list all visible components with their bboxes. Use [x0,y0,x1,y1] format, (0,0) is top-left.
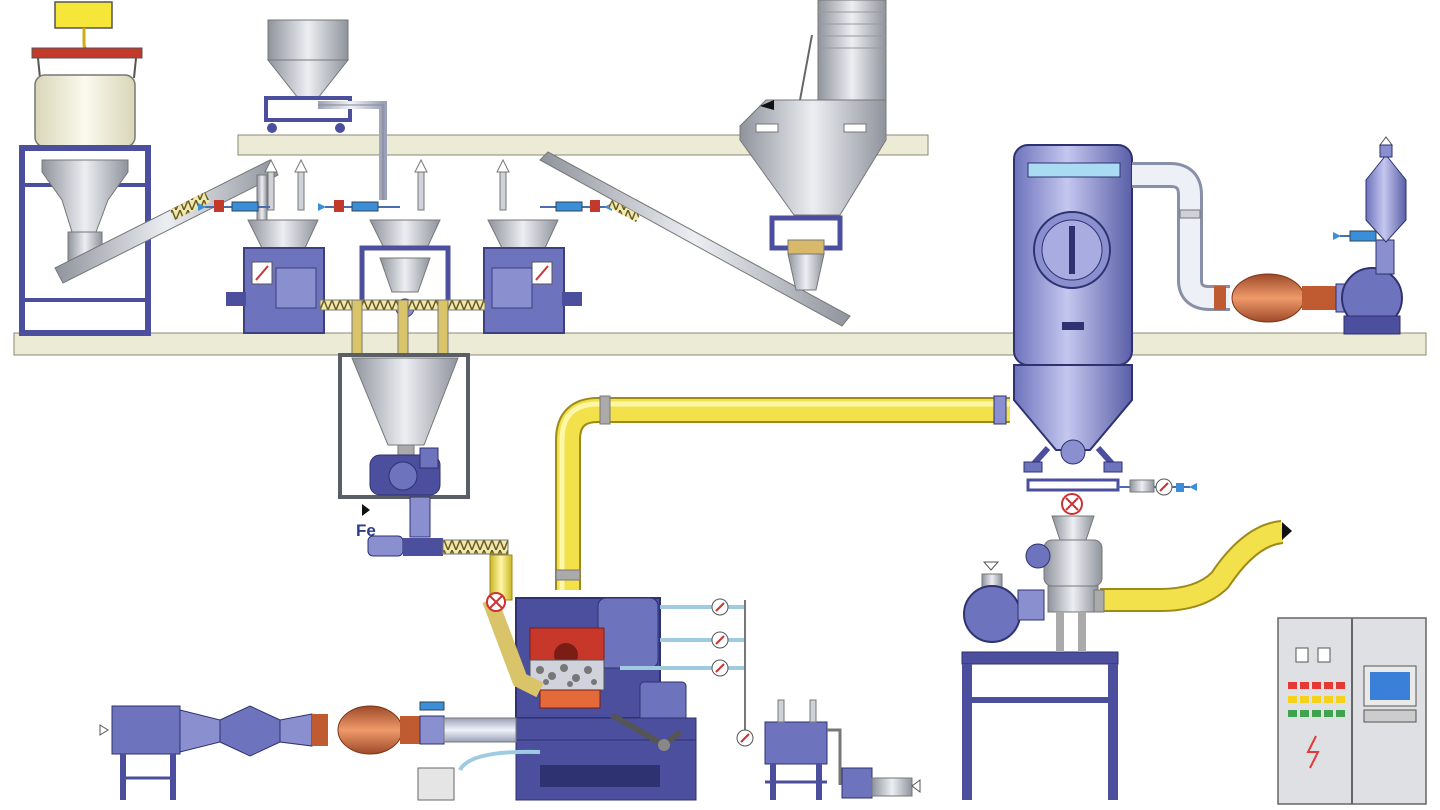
vent-stacks [264,158,510,211]
arrow-left-icon [1189,483,1197,491]
valve-icon [590,200,600,212]
mill-feed-screw [367,535,513,601]
fe-label: Fe [356,521,376,540]
screw-conveyor-right [539,151,851,327]
middle-floor [13,332,1427,356]
air-inlet-line [99,701,517,800]
valve-icon [334,200,344,212]
heater-block [417,767,455,801]
bag-filter [1013,144,1197,515]
indicator-lights-yellow [1288,696,1345,703]
arrow-left-icon [760,100,774,110]
feed-hopper-large [739,0,887,291]
big-bag-station [19,1,279,336]
crane-hook-block [54,1,113,29]
big-bag [34,74,136,148]
arrow-right-icon [318,203,326,211]
indicator-lights-green [1288,710,1345,717]
screw-conveyor-left [54,159,279,284]
arrow-right-icon [1282,522,1292,540]
liquid-tank-station [764,699,921,800]
mill-instrument-lines [417,598,754,801]
grinding-mill [482,592,697,801]
mobile-container [264,19,387,200]
lifting-beam [31,47,143,59]
arrow-right-icon [198,203,206,211]
arrow-right-icon [99,724,109,736]
intermediate-hopper: Fe [338,353,470,540]
dosing-unit-3 [483,219,582,334]
exhaust-duct [1132,136,1407,335]
yellow-transfer-pipe [555,395,1010,590]
gauge-icon [711,598,754,747]
product-discharge [961,515,1292,800]
indicator-lights-red [1288,682,1345,689]
lightning-icon [1306,735,1320,769]
dosing-unit-1 [226,174,325,334]
arrow-left-icon [911,779,921,793]
valve-icon [214,200,224,212]
control-cabinet [1277,617,1427,805]
dosing-lines-top [198,200,612,212]
arrow-right-icon [1333,232,1341,240]
